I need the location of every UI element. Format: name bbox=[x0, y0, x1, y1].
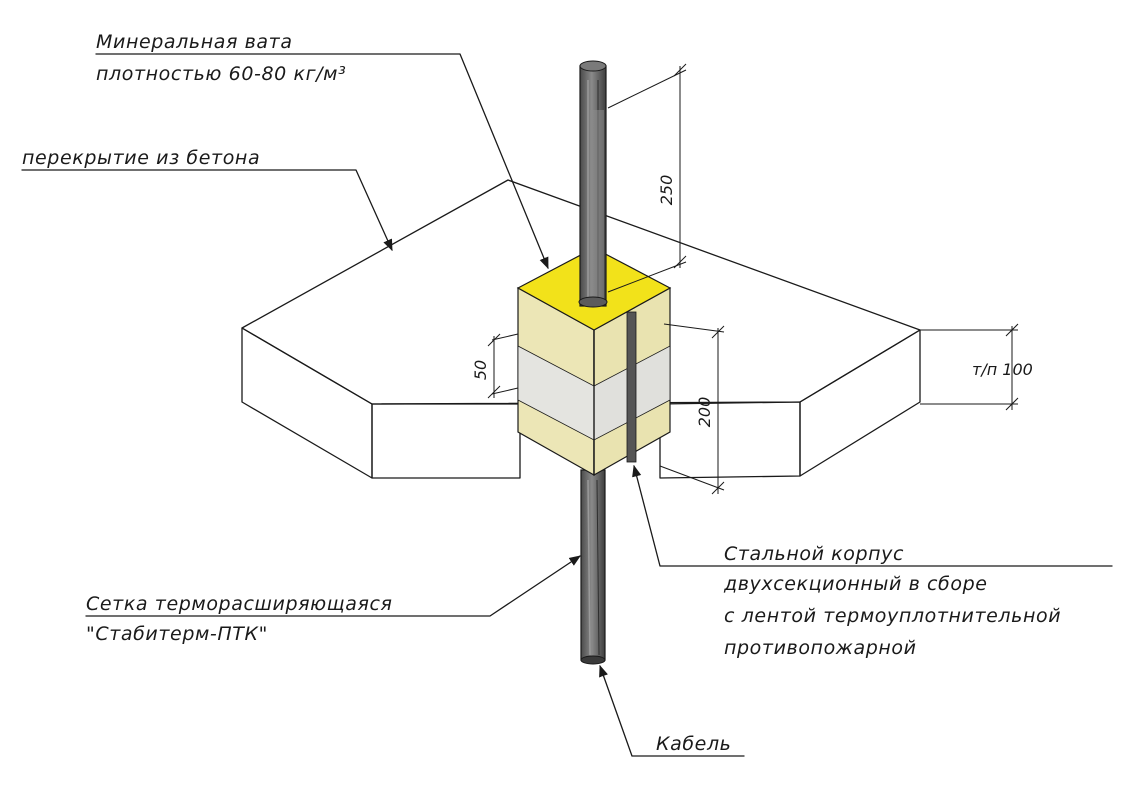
casing-seam-strip bbox=[626, 311, 637, 463]
dimension-band-offset: 50 bbox=[471, 333, 519, 399]
dim-50-text: 50 bbox=[471, 360, 490, 380]
callout-casing: Стальной корпус двухсекционный в сборе с… bbox=[632, 464, 1113, 659]
label-casing-1: Стальной корпус bbox=[724, 543, 904, 565]
label-slab: перекрытие из бетона bbox=[22, 147, 260, 169]
label-cable: Кабель bbox=[656, 733, 731, 755]
dim-slab-text: т/п 100 bbox=[972, 360, 1033, 379]
slab-bottom-front-face bbox=[371, 403, 521, 479]
dimension-slab-thickness: т/п 100 bbox=[920, 323, 1033, 411]
slab-front-face bbox=[241, 327, 373, 479]
label-mineral-wool-1: Минеральная вата bbox=[96, 31, 293, 53]
cable-upper bbox=[578, 60, 608, 308]
callout-cable: Кабель bbox=[599, 664, 745, 757]
slab-right-front-face bbox=[659, 401, 801, 479]
slab-right-face bbox=[799, 329, 921, 477]
label-mesh-2: "Стабитерм-ПТК" bbox=[86, 623, 268, 645]
label-casing-4: противопожарной bbox=[724, 637, 917, 659]
cable-lower bbox=[580, 469, 606, 665]
concrete-slab bbox=[241, 179, 921, 479]
callout-slab: перекрытие из бетона bbox=[21, 147, 393, 252]
label-mesh-1: Сетка терморасширяющаяся bbox=[86, 593, 393, 615]
label-mineral-wool-2: плотностью 60-80 кг/м³ bbox=[96, 63, 346, 85]
callout-mineral-wool: Минеральная вата плотностью 60-80 кг/м³ bbox=[95, 31, 549, 270]
dimension-casing-height: 200 bbox=[659, 323, 725, 495]
label-casing-2: двухсекционный в сборе bbox=[723, 573, 988, 595]
label-casing-3: с лентой термоуплотнительной bbox=[724, 605, 1061, 627]
dim-250-text: 250 bbox=[657, 175, 676, 206]
callout-mesh: Сетка терморасширяющаяся "Стабитерм-ПТК" bbox=[85, 555, 581, 645]
dim-200-text: 200 bbox=[695, 397, 714, 428]
dimension-cable-above: 250 bbox=[607, 63, 687, 293]
